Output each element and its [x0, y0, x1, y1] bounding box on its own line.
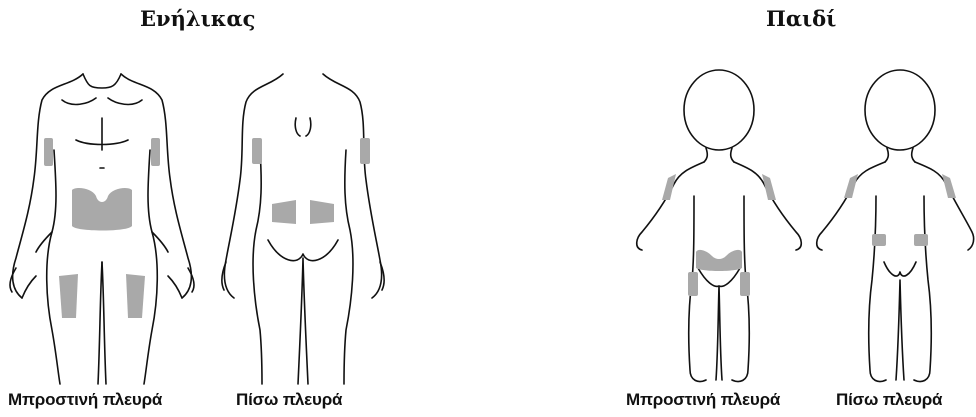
adult-back-buttock-right-site — [310, 200, 334, 224]
child-back-buttock-left-site — [872, 234, 886, 246]
adult-back-caption: Πίσω πλευρά — [236, 390, 342, 410]
adult-front-figure — [10, 74, 194, 384]
adult-front-caption: Μπροστινή πλευρά — [8, 390, 162, 410]
adult-front-upper-arm-right-site — [151, 138, 160, 166]
child-back-buttock-right-site — [914, 234, 928, 246]
child-front-abdomen-site — [696, 250, 742, 271]
child-back-upper-arm-left-site — [844, 174, 858, 198]
adult-back-figure — [222, 74, 384, 384]
child-front-thigh-right-site — [740, 272, 750, 296]
adult-back-buttock-left-site — [272, 200, 296, 224]
adult-front-abdomen-site — [72, 188, 132, 231]
adult-back-upper-arm-right-site — [360, 138, 370, 164]
child-back-figure — [817, 70, 974, 382]
child-front-caption: Μπροστινή πλευρά — [626, 390, 780, 410]
adult-back-upper-arm-left-site — [252, 138, 262, 164]
child-front-figure — [637, 70, 802, 382]
child-front-thigh-left-site — [688, 272, 698, 296]
child-back-caption: Πίσω πλευρά — [836, 390, 942, 410]
adult-front-thigh-right-site — [126, 274, 145, 318]
child-front-upper-arm-right-site — [762, 174, 776, 200]
child-front-upper-arm-left-site — [662, 174, 676, 200]
child-back-upper-arm-right-site — [942, 174, 956, 198]
adult-front-upper-arm-left-site — [44, 138, 53, 166]
adult-front-thigh-left-site — [59, 274, 78, 318]
